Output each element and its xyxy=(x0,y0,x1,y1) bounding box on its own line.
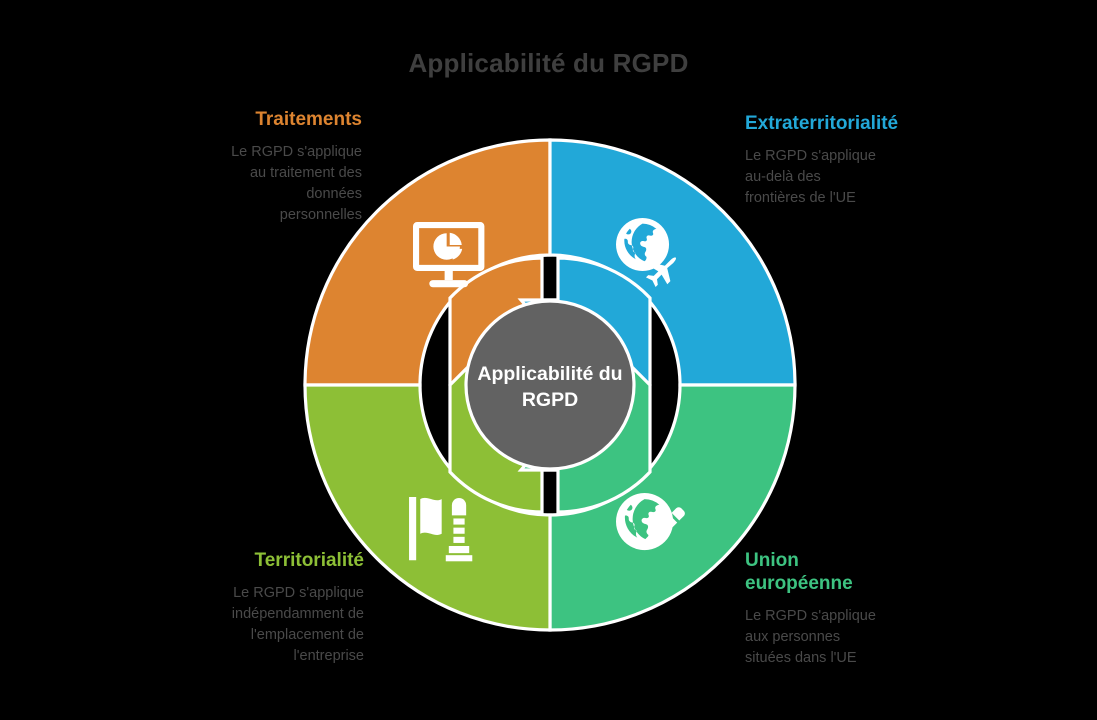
desc-line: l'entreprise xyxy=(293,648,364,665)
desc-line: au traitement des xyxy=(249,165,362,182)
globe-pencil-icon xyxy=(616,493,685,551)
desc-line: Le RGPD s'applique xyxy=(745,608,876,625)
page-title: Applicabilité du RGPD xyxy=(408,48,689,78)
title-line: européenne xyxy=(745,573,853,595)
monitor-pie-chart-icon xyxy=(413,222,485,288)
center-label-line2: RGPD xyxy=(522,389,578,411)
quadrant-description-territorialite: Le RGPD s'applique indépendamment de l'e… xyxy=(130,583,364,667)
quadrant-title-union-europeenne: Union européenne xyxy=(745,549,995,595)
center-circle[interactable] xyxy=(464,299,636,471)
quadrant-description-traitements: Le RGPD s'applique au traitement des don… xyxy=(140,142,362,226)
ring-segment-union-europeenne[interactable] xyxy=(548,383,797,632)
desc-line: Le RGPD s'applique xyxy=(233,585,364,602)
desc-line: Le RGPD s'applique xyxy=(745,148,876,165)
globe-airplane-icon xyxy=(616,218,677,287)
desc-line: personnelles xyxy=(279,207,362,224)
desc-line: au-delà des xyxy=(745,169,821,186)
desc-line: indépendamment de xyxy=(231,606,364,623)
quadrant-label-traitements: Traitements Le RGPD s'applique au traite… xyxy=(140,108,362,226)
desc-line: Le RGPD s'applique xyxy=(231,144,362,161)
desc-line: aux personnes xyxy=(745,629,841,646)
center-label-line1: Applicabilité du xyxy=(477,363,622,385)
title-line: Union xyxy=(745,550,799,571)
quadrant-label-territorialite: Territorialité Le RGPD s'applique indépe… xyxy=(130,549,364,667)
quadrant-label-extraterritorialite: Extraterritorialité Le RGPD s'applique a… xyxy=(745,112,1005,209)
desc-line: l'emplacement de xyxy=(250,627,364,644)
desc-line: données xyxy=(306,186,362,203)
map-landmark-icon xyxy=(409,497,473,562)
quadrant-title-territorialite: Territorialité xyxy=(254,550,364,571)
desc-line: frontières de l'UE xyxy=(745,190,856,207)
quadrant-description-extraterritorialite: Le RGPD s'applique au-delà des frontière… xyxy=(745,146,1005,209)
desc-line: situées dans l'UE xyxy=(745,650,857,667)
quadrant-title-extraterritorialite: Extraterritorialité xyxy=(745,113,899,134)
quadrant-title-traitements: Traitements xyxy=(255,109,362,130)
quadrant-description-union-europeenne: Le RGPD s'applique aux personnes situées… xyxy=(745,606,995,669)
ring-segment-traitements[interactable] xyxy=(303,138,552,387)
cycle-diagram: Applicabilité du RGPD xyxy=(280,115,820,655)
quadrant-label-union-europeenne: Union européenne Le RGPD s'applique aux … xyxy=(745,549,995,669)
